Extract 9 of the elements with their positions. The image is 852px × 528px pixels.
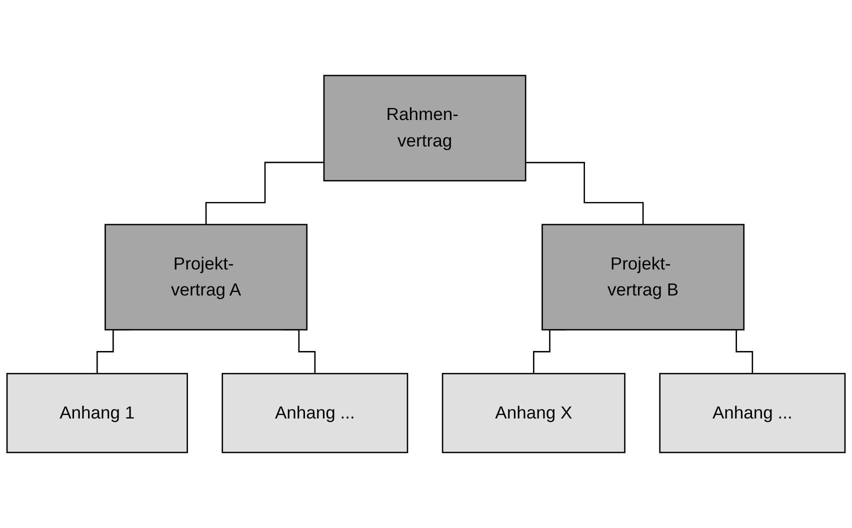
- node-box: Rahmen- vertrag: [323, 74, 526, 182]
- node-box: Anhang ...: [659, 372, 846, 454]
- node-box: Anhang ...: [222, 372, 408, 454]
- node-box: Anhang 1: [6, 372, 188, 454]
- connector: [526, 162, 644, 226]
- node-box: Anhang X: [442, 372, 626, 454]
- connector: [205, 162, 324, 226]
- node-box: Projekt- vertrag B: [542, 224, 745, 330]
- node-box: Projekt- vertrag A: [104, 224, 308, 330]
